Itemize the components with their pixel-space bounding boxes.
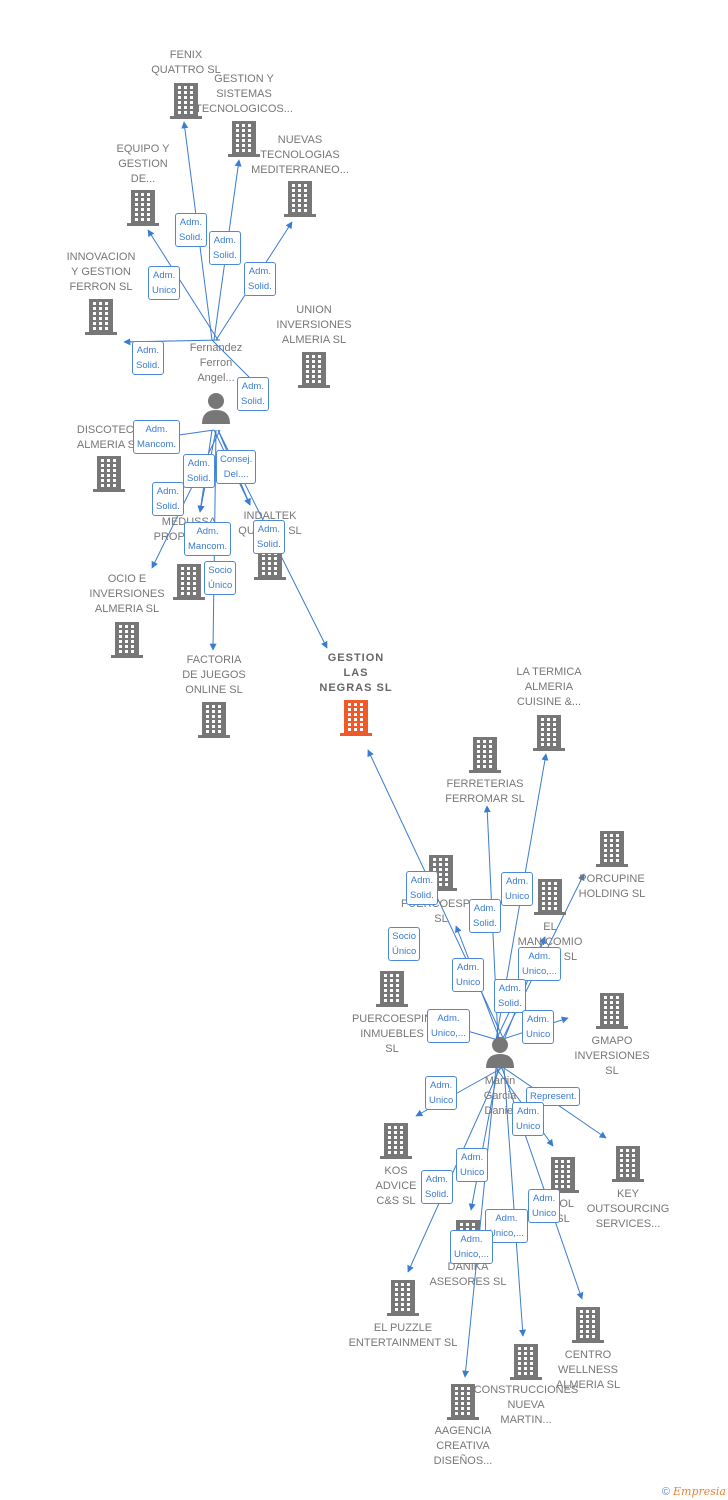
relation-label[interactable]: Adm. Unico xyxy=(528,1189,561,1223)
relation-label[interactable]: Adm. Solid. xyxy=(494,979,526,1013)
building-icon xyxy=(85,299,117,335)
node-label: OCIO E INVERSIONES ALMERIA SL xyxy=(89,573,165,615)
building-icon xyxy=(447,1384,479,1420)
building-icon xyxy=(170,83,202,119)
building-icon xyxy=(111,622,143,658)
building-icon xyxy=(510,1344,542,1380)
footer-brand: © Empresia xyxy=(662,1485,726,1498)
relation-label[interactable]: Adm. Unico,... xyxy=(518,947,561,981)
relation-label[interactable]: Adm. Solid. xyxy=(175,213,207,247)
building-icon xyxy=(596,993,628,1029)
node-label: INNOVACION Y GESTION FERRON SL xyxy=(66,251,136,293)
node-label: AAGENCIA CREATIVA DISEÑOS... xyxy=(433,1425,493,1467)
node-label: CENTRO WELLNESS ALMERIA SL xyxy=(555,1349,621,1391)
edge-martin-aagencia xyxy=(462,1067,497,1378)
building-icon xyxy=(534,879,566,915)
building-icon xyxy=(387,1280,419,1316)
edge-fernandez-equipo xyxy=(147,229,219,341)
node-label: KOS ADVICE C&S SL xyxy=(375,1165,417,1207)
relation-label[interactable]: Represent. xyxy=(526,1087,581,1106)
node-label: KEY OUTSOURCING SERVICES... xyxy=(586,1188,670,1230)
building-icon xyxy=(298,352,330,388)
node-label: GMAPO INVERSIONES SL xyxy=(574,1035,650,1077)
relation-label[interactable]: Adm. Solid. xyxy=(132,341,164,375)
relation-label[interactable]: Socio Único xyxy=(388,927,421,961)
relation-label[interactable]: Adm. Solid. xyxy=(209,231,241,265)
node-label: EL PUZZLE ENTERTAINMENT SL xyxy=(348,1322,458,1349)
building-icon xyxy=(173,564,205,600)
node-label: Fernandez Ferron Angel... xyxy=(189,342,243,384)
relation-label[interactable]: Adm. Unico xyxy=(512,1102,545,1136)
relation-label[interactable]: Adm. Unico,... xyxy=(427,1009,470,1043)
building-icon xyxy=(380,1123,412,1159)
node-label: LA TERMICA ALMERIA CUISINE &... xyxy=(516,666,582,708)
relation-label[interactable]: Consej. Del.... xyxy=(216,450,257,484)
building-icon xyxy=(340,700,372,736)
relation-label[interactable]: Adm. Solid. xyxy=(152,482,184,516)
building-icon xyxy=(284,181,316,217)
node-label: GESTION Y SISTEMAS TECNOLOGICOS... xyxy=(195,73,293,115)
building-icon xyxy=(376,971,408,1007)
relation-label[interactable]: Adm. Solid. xyxy=(244,262,276,296)
person-icon xyxy=(484,1036,516,1072)
building-icon xyxy=(612,1146,644,1182)
relation-label[interactable]: Adm. Mancom. xyxy=(133,420,181,454)
relation-label[interactable]: Adm. Unico xyxy=(452,958,485,992)
relation-label[interactable]: Adm. Unico xyxy=(522,1010,555,1044)
relation-label[interactable]: Adm. Solid. xyxy=(421,1170,453,1204)
relation-label[interactable]: Adm. Solid. xyxy=(406,871,438,905)
relation-label[interactable]: Adm. Unico xyxy=(456,1148,489,1182)
relation-label[interactable]: Socio Único xyxy=(204,561,237,595)
building-icon xyxy=(228,121,260,157)
building-icon xyxy=(533,715,565,751)
edge-martin-construcciones xyxy=(503,1067,527,1337)
edge-martin-puzzle xyxy=(407,1067,501,1273)
node-label: Martin Garcia Daniel xyxy=(483,1075,517,1117)
relation-label[interactable]: Adm. Unico,... xyxy=(450,1230,493,1264)
node-label: PORCUPINE HOLDING SL xyxy=(578,873,646,900)
relation-label[interactable]: Adm. Solid. xyxy=(183,454,215,488)
building-icon xyxy=(596,831,628,867)
relation-label[interactable]: Adm. Unico xyxy=(148,266,181,300)
node-label: FENIX QUATTRO SL xyxy=(151,49,221,76)
node-label: NUEVAS TECNOLOGIAS MEDITERRANEO... xyxy=(251,134,349,176)
node-label: CONSTRUCCIONES NUEVA MARTIN... xyxy=(473,1384,579,1426)
relation-label[interactable]: Adm. Unico xyxy=(501,872,534,906)
building-icon xyxy=(93,456,125,492)
copyright-symbol: © xyxy=(661,1486,670,1498)
building-icon xyxy=(127,190,159,226)
node-label: EQUIPO Y GESTION DE... xyxy=(116,143,170,185)
node-label: GESTION LAS NEGRAS SL xyxy=(319,652,393,694)
person-icon xyxy=(200,392,232,428)
node-label: DANIKA ASESORES SL xyxy=(429,1261,507,1288)
relation-label[interactable]: Adm. Solid. xyxy=(469,899,501,933)
building-icon xyxy=(469,737,501,773)
relation-label[interactable]: Adm. Solid. xyxy=(253,520,285,554)
node-label: FACTORIA DE JUEGOS ONLINE SL xyxy=(182,654,246,696)
relation-label[interactable]: Adm. Unico xyxy=(425,1076,458,1110)
building-icon xyxy=(572,1307,604,1343)
building-icon xyxy=(547,1157,579,1193)
node-label: UNION INVERSIONES ALMERIA SL xyxy=(276,304,352,346)
node-label: FERRETERIAS FERROMAR SL xyxy=(445,778,525,805)
building-icon xyxy=(198,702,230,738)
relation-label[interactable]: Adm. Solid. xyxy=(237,377,269,411)
node-label: PUERCOESPIN INMUEBLES SL xyxy=(351,1013,433,1055)
relation-label[interactable]: Adm. Mancom. xyxy=(184,522,232,556)
node-label: DISCOTECA ALMERIA SL xyxy=(76,424,142,451)
brand-logo: Empresia xyxy=(673,1485,726,1498)
